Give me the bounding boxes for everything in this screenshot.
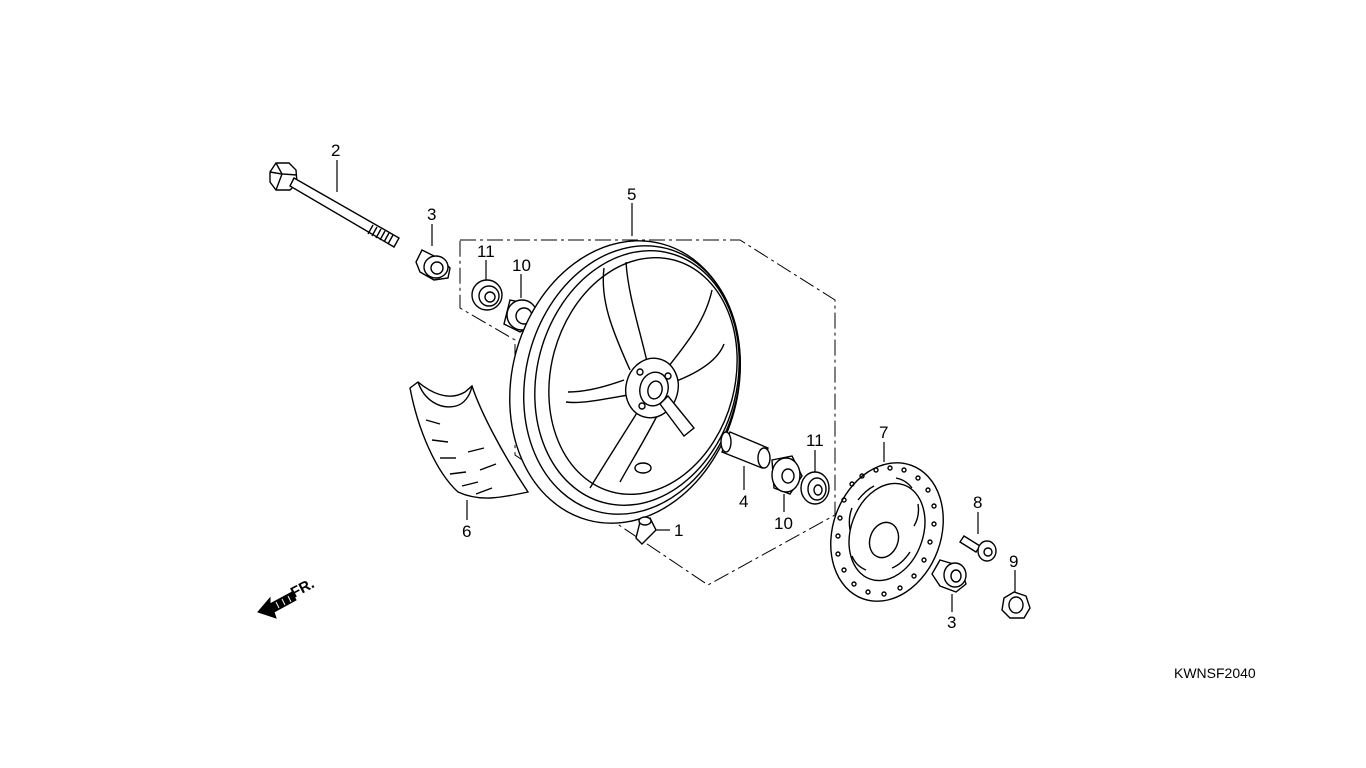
- callout-seal-right: 10: [774, 514, 793, 533]
- seal-right: [771, 455, 803, 495]
- axle-nut: [1001, 591, 1031, 619]
- distance-collar: [720, 431, 771, 469]
- disk-bolt: [959, 535, 997, 562]
- callout-axle-nut: 9: [1009, 552, 1018, 571]
- assembly-boundary: [459, 239, 836, 586]
- valve: [635, 516, 657, 545]
- callout-axle-bolt: 2: [331, 141, 340, 160]
- wheel: [509, 240, 741, 524]
- axle-bolt: [269, 162, 400, 248]
- bearing-right: [800, 471, 830, 505]
- callout-distance-collar: 4: [739, 492, 748, 511]
- diagram-code: KWNSF2040: [1174, 665, 1256, 681]
- callout-disk: 7: [879, 423, 888, 442]
- callout-fender: 6: [462, 522, 471, 541]
- callout-disk-bolt: 8: [973, 493, 982, 512]
- leader-lines: [336, 160, 1016, 612]
- callout-collar-right: 3: [947, 613, 956, 632]
- bearing-left: [471, 279, 503, 311]
- callout-wheel: 5: [627, 185, 636, 204]
- brake-disk: [830, 462, 944, 602]
- fender: [409, 381, 530, 499]
- collar-right: [931, 559, 967, 593]
- callout-seal-left: 10: [512, 256, 531, 275]
- callout-valve: 1: [674, 521, 683, 540]
- callout-bearing-right: 11: [806, 431, 824, 450]
- callout-collar-left: 3: [427, 205, 436, 224]
- collar-left: [415, 249, 451, 281]
- front-direction-arrow: FR.: [257, 575, 317, 619]
- callout-bearing-left: 11: [477, 242, 495, 261]
